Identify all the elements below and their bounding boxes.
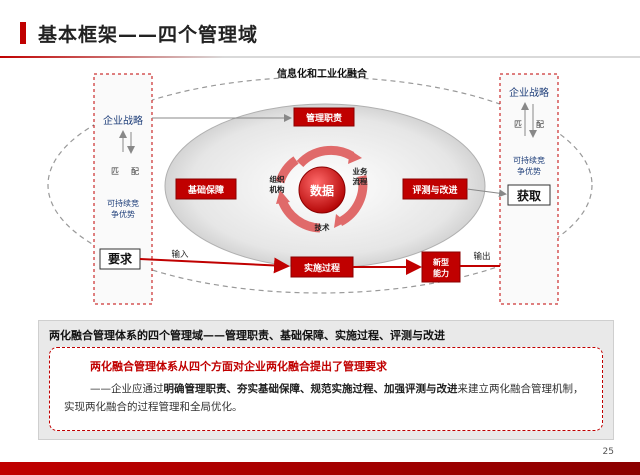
- top-label: 信息化和工业化融合: [277, 67, 368, 80]
- cycle-arc-bottom: [277, 198, 321, 233]
- summary-body-suffix: 来建立两化融合管理机制，实现两化融合的过程管理和全局优化。: [64, 383, 584, 413]
- summary-body: ——企业应通过明确管理职责、夯实基础保障、规范实施过程、加强评测与改进来建立两化…: [64, 380, 592, 416]
- domain-management-duties-label: 管理职责: [306, 112, 342, 124]
- requirement-label: 要求: [108, 251, 133, 266]
- domain-foundation: [175, 178, 237, 200]
- org-label-2: 机构: [270, 184, 285, 194]
- left-strategy-label: 企业战略: [103, 114, 143, 127]
- obtain-box: [507, 184, 551, 206]
- new-capability-box: [421, 251, 461, 283]
- summary-heading: 两化融合管理体系的四个管理域——管理职责、基础保障、实施过程、评测与改进: [49, 329, 445, 342]
- right-advantage-1: 可持续竞: [513, 155, 545, 165]
- org-label-1: 组织: [270, 174, 285, 184]
- new-capability-label-1: 新型: [433, 257, 449, 267]
- summary-body-prefix: ——企业应通过: [90, 383, 164, 395]
- left-match-1: 匹: [111, 167, 119, 176]
- footer-bar: [0, 462, 640, 475]
- domain-foundation-label: 基础保障: [187, 184, 224, 196]
- cycle-arrows: [275, 145, 368, 233]
- left-match-2: 配: [131, 167, 139, 176]
- right-strategy-label: 企业战略: [509, 86, 549, 99]
- tech-label: 技术: [315, 222, 330, 232]
- title-divider: [0, 56, 640, 58]
- outer-dashed-ellipse: [47, 76, 593, 294]
- cycle-arc-left: [275, 156, 299, 184]
- title-accent-mark: [20, 22, 26, 44]
- page-number: 25: [602, 447, 614, 457]
- cycle-arc-right: [337, 175, 368, 227]
- summary-body-bold: 明确管理职责、夯实基础保障、规范实施过程、加强评测与改进: [163, 383, 458, 395]
- right-advantage-2: 争优势: [517, 166, 541, 176]
- input-flow-arrow: [139, 257, 290, 274]
- obtain-label: 获取: [516, 188, 541, 203]
- domain-management-duties: [293, 107, 355, 127]
- right-match-2: 配: [536, 120, 544, 129]
- input-label: 输入: [171, 249, 189, 260]
- cycle-arc-top: [296, 145, 355, 168]
- summary-panel: 两化融合管理体系的四个管理域——管理职责、基础保障、实施过程、评测与改进 两化融…: [38, 320, 614, 440]
- data-center-label: 数据: [310, 183, 334, 198]
- biz-label-1: 业务: [353, 166, 368, 176]
- cycle-arrowhead-right: [334, 214, 346, 228]
- left-advantage-1: 可持续竞: [107, 198, 139, 208]
- page-title: 基本框架——四个管理域: [38, 24, 259, 46]
- cycle-arrowhead-bottom: [276, 190, 290, 204]
- cycle-arrowhead-top: [348, 150, 362, 164]
- summary-lead: 两化融合管理体系从四个方面对企业两化融合提出了管理要求: [90, 360, 387, 373]
- data-center-circle: [298, 166, 346, 214]
- output-label: 输出: [473, 251, 490, 262]
- domain-evaluation-label: 评测与改进: [412, 184, 457, 196]
- evaluation-to-obtain-arrow: [466, 188, 507, 198]
- left-advantage-2: 争优势: [111, 209, 135, 219]
- domain-implementation-label: 实施过程: [304, 262, 340, 274]
- new-capability-label-2: 能力: [433, 268, 449, 278]
- framework-diagram: 信息化和工业化融合 企业战略 匹 配 可持续竞 争优势 要求 企业战略 匹 配 …: [47, 67, 593, 305]
- summary-detail-box: 两化融合管理体系从四个方面对企业两化融合提出了管理要求 ——企业应通过明确管理职…: [49, 347, 603, 431]
- biz-label-2: 流程: [353, 176, 368, 186]
- right-match-1: 匹: [514, 120, 522, 129]
